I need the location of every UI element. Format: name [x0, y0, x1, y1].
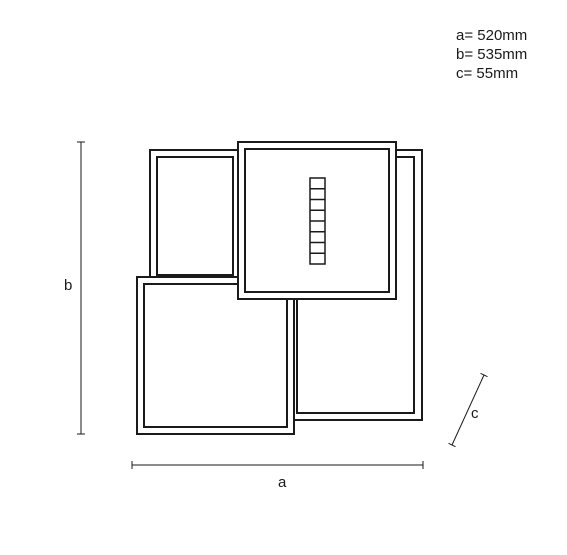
frame-bottom-left — [136, 276, 295, 435]
frame-back-left-outer — [149, 149, 241, 279]
legend-row-a: a= 520mm — [456, 27, 528, 44]
dimension-label-b: b — [64, 277, 72, 294]
dimension-legend: a= 520mm b= 535mm c= 55mm — [456, 26, 527, 83]
legend-row-c: c= 55mm — [456, 65, 519, 82]
frame-top-center-outer — [237, 141, 397, 300]
frame-top-center-inner — [244, 148, 390, 293]
frame-top-center — [237, 141, 397, 300]
frame-bottom-left-inner — [143, 283, 288, 428]
frame-back-left-inner — [156, 156, 234, 276]
legend-row-b: b= 535mm — [456, 46, 528, 63]
dimension-label-a: a — [278, 474, 287, 491]
frame-back-left — [149, 149, 241, 279]
control-module — [309, 177, 326, 265]
dimension-line-a — [131, 461, 424, 469]
frame-bottom-left-outer — [136, 276, 295, 435]
dimension-line-c — [448, 372, 488, 448]
dimension-label-c: c — [471, 405, 479, 422]
dimension-line-b — [77, 141, 85, 435]
